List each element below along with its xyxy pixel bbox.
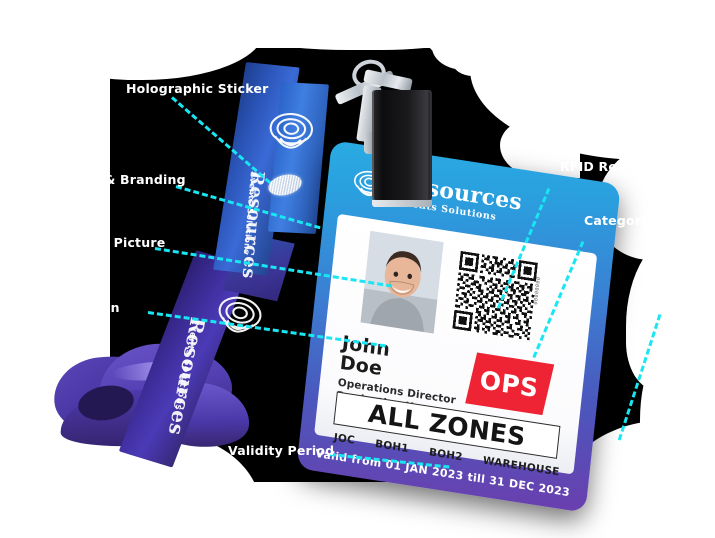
background-mask-blob-h (640, 330, 715, 510)
annotation-holographic-sticker: Holographic Sticker (126, 81, 269, 96)
background-mask-right (672, 0, 715, 538)
background-mask-bottom (0, 482, 715, 538)
category-label: OPS (478, 364, 541, 403)
background-mask-top (0, 0, 715, 48)
annotation-validity-period: Validity Period (228, 443, 335, 458)
annotation-rfid-reader: RFID Re (560, 159, 618, 174)
background-mask-left (0, 0, 110, 538)
annotation-personal-picture: Personal Picture (46, 235, 166, 250)
clip-body (372, 90, 432, 207)
background-mask-blob-a (420, 0, 570, 70)
background-mask-blob-l (200, 0, 500, 50)
background-mask-blob-b (432, 24, 498, 70)
background-mask-blob-d (470, 30, 715, 160)
knot-logo-icon (218, 296, 262, 333)
background-mask-blob-c (452, 46, 494, 76)
leader-line-zones (617, 314, 662, 441)
badge-content-panel: 00000000 John Doe Operations Director Pr… (314, 213, 598, 478)
background-mask-blob-g (626, 230, 715, 390)
knot-logo-icon (269, 112, 313, 149)
qr-code-icon (452, 250, 538, 341)
background-mask-blob-k (44, 0, 264, 80)
person-photo-icon (360, 230, 444, 334)
annotation-zones: Zones (639, 288, 683, 303)
annotation-category: Category (584, 213, 650, 228)
annotation-artwork-branding: Artwork & Branding (42, 172, 186, 187)
annotation-personal-information: onal Information (0, 300, 120, 315)
bulldog-clip (330, 55, 440, 210)
category-badge: OPS (465, 352, 555, 416)
